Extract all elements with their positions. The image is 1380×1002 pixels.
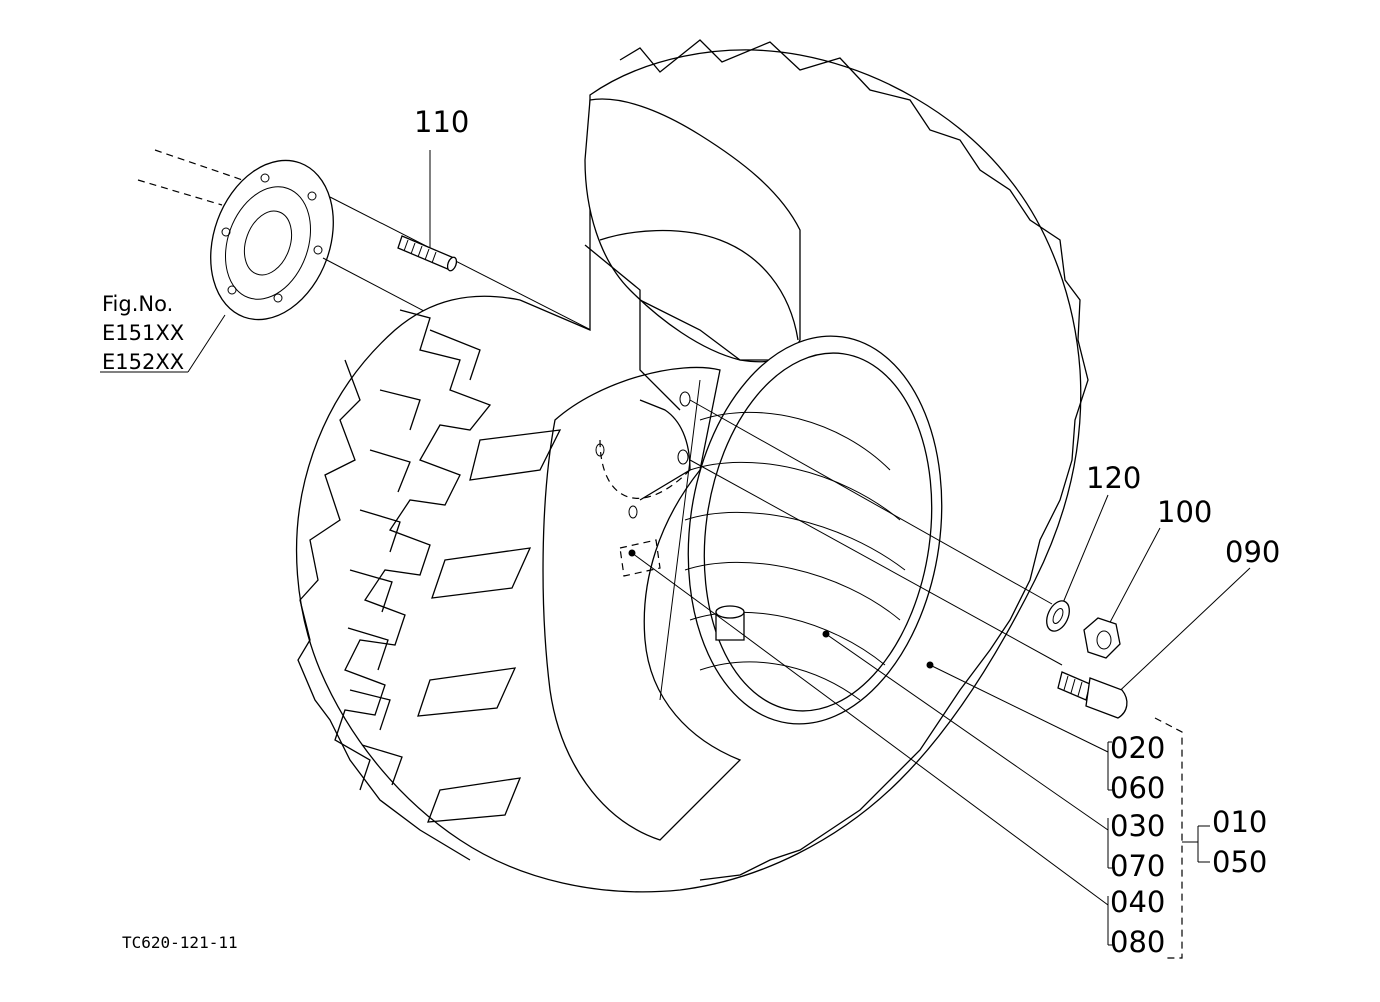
lock-washer <box>1046 600 1070 632</box>
hex-nut <box>1083 617 1121 659</box>
fig-ref-e152xx[interactable]: E152XX <box>102 350 184 374</box>
callout-080: 080 <box>1110 925 1165 959</box>
wheel-rim <box>659 335 943 725</box>
callout-060: 060 <box>1110 771 1165 805</box>
callout-040: 040 <box>1110 885 1165 919</box>
callout-100: 100 <box>1157 495 1212 529</box>
tire-cutaway <box>584 98 801 411</box>
callout-110: 110 <box>414 105 469 139</box>
fig-no-label: Fig.No. <box>102 292 173 316</box>
callout-070: 070 <box>1110 849 1165 883</box>
bolt-holes <box>595 391 691 519</box>
valve-cap-bolt <box>1057 671 1128 719</box>
callout-030: 030 <box>1110 809 1165 843</box>
callout-090: 090 <box>1225 535 1280 569</box>
callout-010: 010 <box>1212 805 1267 839</box>
callout-050: 050 <box>1212 845 1267 879</box>
drawing-code: TC620-121-11 <box>122 933 238 952</box>
callout-120: 120 <box>1086 461 1141 495</box>
callout-020: 020 <box>1110 731 1165 765</box>
assembly-bracket <box>1107 717 1210 959</box>
fig-ref-e151xx[interactable]: E151XX <box>102 321 184 345</box>
leader-lines <box>100 314 1251 906</box>
stud-bolt <box>397 150 458 272</box>
